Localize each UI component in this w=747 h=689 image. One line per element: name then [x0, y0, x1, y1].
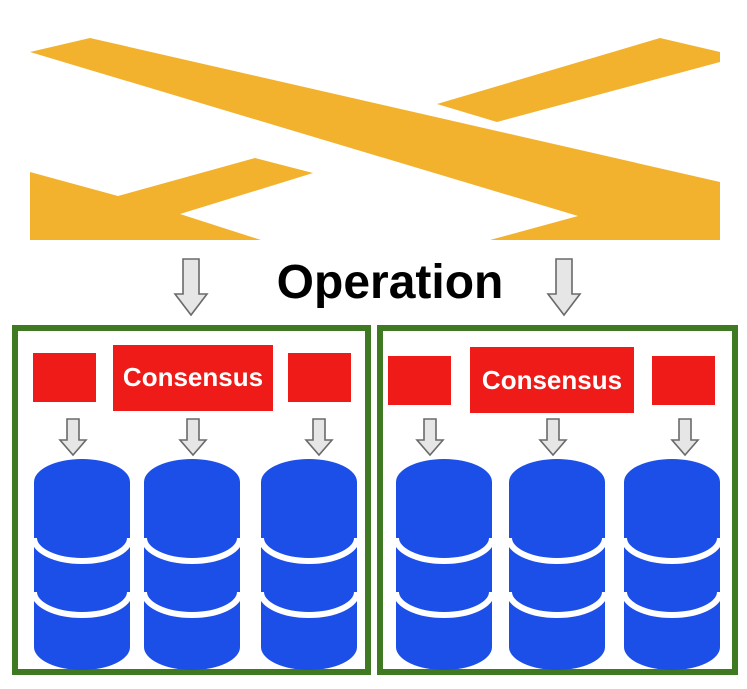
database-5 [506, 459, 608, 670]
database-top [34, 459, 130, 505]
band-top-left-to-bottom-right [30, 38, 720, 240]
database-stripe-2 [506, 591, 608, 618]
database-top [261, 459, 357, 505]
database-4 [393, 459, 495, 670]
band-bottom-left [30, 158, 313, 240]
database-stripe-2 [258, 591, 360, 618]
database-stripe-1 [621, 537, 723, 564]
operation-label: Operation [277, 256, 504, 309]
database-top [144, 459, 240, 505]
operation-arrow-right [546, 258, 582, 317]
database-stripe-2 [393, 591, 495, 618]
database-stripe-1 [258, 537, 360, 564]
database-body [624, 482, 720, 647]
arrow-down-3 [304, 418, 334, 457]
arrow-down-1 [58, 418, 88, 457]
database-stripe-1 [393, 537, 495, 564]
consensus-group-2: Consensus [377, 325, 738, 675]
database-bottom [261, 624, 357, 670]
database-stripe-1 [31, 537, 133, 564]
arrow-down-2 [538, 418, 568, 457]
database-stripe-2 [31, 591, 133, 618]
database-1 [31, 459, 133, 670]
database-6 [621, 459, 723, 670]
consensus-box [470, 347, 634, 413]
database-3 [258, 459, 360, 670]
database-top [509, 459, 605, 505]
node-box-right [288, 353, 351, 402]
database-bottom [509, 624, 605, 670]
band-top-right [437, 38, 720, 122]
database-stripe-1 [141, 537, 243, 564]
database-top [624, 459, 720, 505]
database-body [509, 482, 605, 647]
database-2 [141, 459, 243, 670]
arrow-down-1 [415, 418, 445, 457]
database-bottom [396, 624, 492, 670]
database-body [144, 482, 240, 647]
database-stripe-1 [506, 537, 608, 564]
consensus-group-1: Consensus [12, 325, 371, 675]
consensus-label: Consensus [123, 362, 263, 392]
node-box-left [33, 353, 96, 402]
operation-arrow-left [173, 258, 209, 317]
consensus-label: Consensus [482, 365, 622, 395]
database-stripe-2 [621, 591, 723, 618]
database-stripe-2 [141, 591, 243, 618]
database-bottom [144, 624, 240, 670]
database-bottom [34, 624, 130, 670]
group-border [377, 325, 738, 675]
crossing-bands [30, 38, 720, 240]
database-body [396, 482, 492, 647]
node-box-left [388, 356, 451, 405]
arrow-down-2 [178, 418, 208, 457]
database-top [396, 459, 492, 505]
database-bottom [624, 624, 720, 670]
arrow-down-3 [670, 418, 700, 457]
node-box-right [652, 356, 715, 405]
database-body [34, 482, 130, 647]
group-border [12, 325, 371, 675]
consensus-box [113, 345, 273, 411]
database-body [261, 482, 357, 647]
